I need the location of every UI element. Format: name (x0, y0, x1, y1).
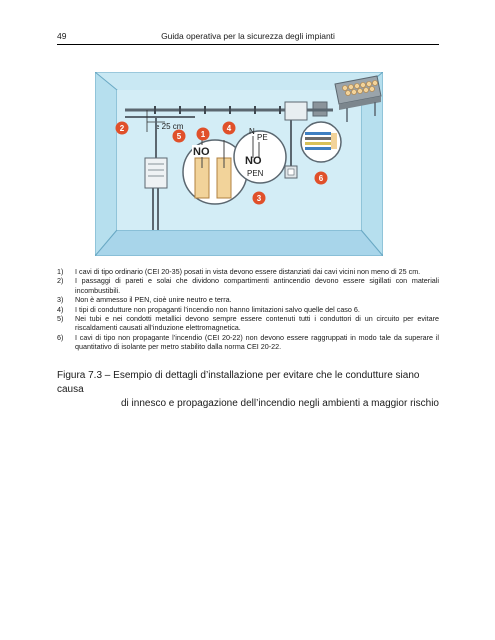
marker-4 (222, 121, 236, 135)
installation-illustration: ≥ 25 cm NO N PE NO PEN (93, 70, 385, 258)
caption-line-1: Figura 7.3 – Esempio di dettagli d’insta… (57, 370, 420, 395)
floor (93, 229, 385, 257)
illustration-svg: ≥ 25 cm NO N PE NO PEN (93, 70, 385, 258)
figure-caption: Figura 7.3 – Esempio di dettagli d’insta… (57, 369, 439, 411)
conductor-n-label: N (249, 127, 255, 136)
marker-6-label: 6 (319, 174, 324, 183)
marker-2-label: 2 (120, 124, 125, 133)
marker-3-label: 3 (257, 194, 262, 203)
note-item: 2) I passaggi di pareti e solai che divid… (57, 276, 439, 295)
note-number: 5) (57, 314, 64, 324)
marker-1 (196, 127, 210, 141)
note-item: 4) I tipi di condutture non propaganti l’… (57, 305, 439, 314)
note-text: Nei tubi e nei condotti metallici devono… (75, 314, 439, 333)
marker-4-label: 4 (227, 124, 232, 133)
note-number: 1) (57, 267, 64, 276)
left-wall (94, 70, 118, 258)
note-text: I cavi di tipo non propagante l’incendio… (75, 332, 439, 352)
distribution-panel (144, 157, 168, 189)
tray-cables (342, 80, 378, 96)
note-item: 5) Nei tubi e nei condotti metallici devo… (57, 314, 439, 333)
note-number: 4) (57, 304, 64, 314)
note-number: 2) (57, 276, 64, 286)
marker-5 (172, 129, 186, 143)
detail-circle-pen (233, 130, 287, 184)
running-title: Guida operativa per la sicurezza degli i… (161, 31, 335, 41)
marker-1-label: 1 (201, 130, 206, 139)
marker-3 (252, 191, 266, 205)
note-item: 3) Non è ammesso il PEN, cioè unire neutr… (57, 295, 439, 304)
note-text: I tipi di condutture non propaganti l’in… (75, 304, 360, 314)
conductor-pen-label: PEN (247, 169, 264, 178)
note-number: 3) (57, 295, 64, 305)
marker-2 (115, 121, 129, 135)
tray-side (339, 96, 381, 110)
note-text: Non è ammesso il PEN, cioè unire neutro … (75, 295, 232, 305)
note-number: 6) (57, 332, 64, 342)
junction-box (284, 101, 308, 121)
figure-notes: 1) I cavi di tipo ordinario (CEI 20-35) p… (57, 267, 439, 352)
conductor-pe-label: PE (257, 133, 268, 142)
no-label-pen: NO (245, 155, 262, 167)
marker-5-label: 5 (177, 132, 182, 141)
page-number: 49 (57, 31, 67, 41)
note-item: 1) I cavi di tipo ordinario (CEI 20-35) p… (57, 267, 439, 276)
caption-line-2: di innesco e propagazione dell’incendio … (121, 398, 439, 409)
page-header: 49 Guida operativa per la sicurezza degl… (57, 30, 439, 45)
grouped-cables (305, 132, 337, 150)
marker-6 (314, 171, 328, 185)
distance-label: ≥ 25 cm (155, 122, 184, 131)
note-item: 6) I cavi di tipo non propagante l’incend… (57, 333, 439, 352)
no-label-cables: NO (193, 146, 210, 158)
note-text: I cavi di tipo ordinario (CEI 20-35) pos… (75, 267, 421, 276)
note-text: I passaggi di pareti e solai che dividon… (75, 276, 439, 295)
